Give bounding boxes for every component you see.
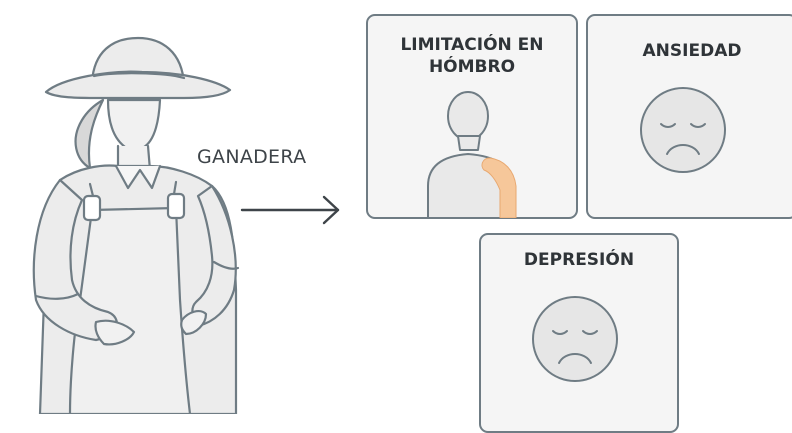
- face: [106, 98, 162, 152]
- sad-face-icon: [532, 296, 618, 382]
- hat-brim: [44, 70, 232, 100]
- card-title-depression: DEPRESIÓN: [523, 250, 635, 270]
- body-shoulder-icon: [427, 91, 517, 218]
- shoulder-highlight: [481, 157, 517, 218]
- card-anxiety: ANSIEDAD: [586, 14, 792, 219]
- card-title-anxiety: ANSIEDAD: [642, 41, 742, 61]
- card-shoulder-limitation: LIMITACIÓN EN HÓMBRO: [366, 14, 578, 219]
- hair: [74, 98, 105, 170]
- sad-face-icon: [640, 87, 726, 173]
- rancher-woman-illustration: [32, 36, 240, 414]
- card-title-shoulder: LIMITACIÓN EN HÓMBRO: [368, 34, 576, 78]
- ganadera-label: GANADERA: [197, 146, 307, 168]
- card-title-shoulder-line1: LIMITACIÓN EN: [400, 35, 544, 55]
- card-title-shoulder-line2: HÓMBRO: [428, 57, 516, 77]
- arrow-right-icon: [240, 195, 340, 225]
- diagram-scene: GANADERA LIMITACIÓN EN HÓMBRO ANSIEDAD: [32, 14, 792, 433]
- card-depression: DEPRESIÓN: [479, 233, 679, 433]
